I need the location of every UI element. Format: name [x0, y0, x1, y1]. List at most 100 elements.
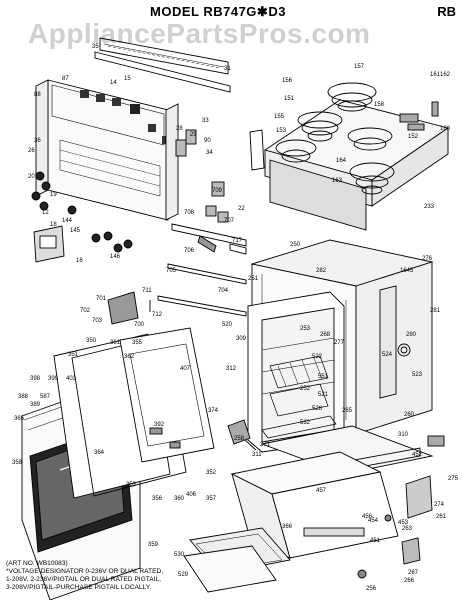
- part-callout-31: 31: [224, 66, 231, 72]
- part-callout-700: 700: [134, 322, 145, 328]
- part-callout-163: 163: [332, 178, 343, 184]
- part-callout-712: 712: [152, 312, 163, 318]
- brackets-rails: [107, 223, 247, 325]
- part-callout-524: 524: [382, 352, 393, 358]
- part-callout-256: 256: [366, 586, 377, 592]
- part-callout-266: 266: [404, 578, 415, 584]
- part-callout-360: 360: [174, 496, 185, 502]
- receptacles: [399, 101, 439, 131]
- part-callout-146: 146: [110, 254, 121, 260]
- part-callout-151: 151: [284, 96, 295, 102]
- part-callout-399: 399: [48, 376, 59, 382]
- part-callout-253: 253: [300, 326, 311, 332]
- footnote: (ART NO. WB10083) *VOLTAGE DESIGNATOR 0-…: [6, 560, 306, 592]
- part-callout-701: 701: [96, 296, 107, 302]
- part-callout-366: 366: [282, 524, 293, 530]
- part-callout-528: 528: [312, 406, 323, 412]
- model-number: RB747G✱D3: [203, 4, 286, 19]
- part-callout-350: 350: [86, 338, 97, 344]
- side-panel: [379, 285, 411, 399]
- part-callout-374: 374: [208, 408, 219, 414]
- part-callout-358: 358: [12, 460, 23, 466]
- part-callout-18: 18: [50, 222, 57, 228]
- surface-burners: [275, 82, 395, 195]
- part-callout-275: 275: [448, 476, 459, 482]
- part-callout-551: 551: [318, 374, 329, 380]
- part-callout-258: 258: [234, 436, 245, 442]
- part-callout-309: 309: [236, 336, 247, 342]
- part-callout-250: 250: [290, 242, 301, 248]
- part-callout-16: 16: [76, 258, 83, 264]
- part-callout-454: 454: [368, 518, 379, 524]
- part-callout-20: 20: [28, 174, 35, 180]
- part-callout-36: 36: [34, 138, 41, 144]
- part-callout-267: 267: [408, 570, 419, 576]
- cooktop-support: [249, 129, 265, 171]
- rear-trim-strip-part: [94, 51, 231, 93]
- footnote-line: *VOLTAGE DESIGNATOR 0-236V OR DUAL RATED…: [6, 568, 164, 575]
- part-callout-145: 145: [70, 228, 81, 234]
- part-callout-152: 152: [408, 134, 419, 140]
- control-panel-part: [47, 79, 170, 221]
- part-callout-451: 451: [370, 538, 381, 544]
- part-callout-162: 162: [440, 72, 451, 78]
- part-callout-453: 453: [398, 520, 409, 526]
- part-callout-310: 310: [398, 432, 409, 438]
- part-callout-280: 280: [406, 332, 417, 338]
- part-callout-312: 312: [226, 366, 237, 372]
- part-callout-155: 155: [274, 114, 285, 120]
- door-inner-panels: [53, 327, 215, 499]
- part-callout-706: 706: [184, 248, 195, 254]
- part-callout-398: 398: [30, 376, 41, 382]
- part-callout-90: 90: [204, 138, 211, 144]
- switch-parts: [175, 129, 229, 223]
- part-callout-711: 711: [142, 288, 152, 294]
- part-callout-530: 530: [174, 552, 185, 558]
- part-callout-406: 406: [186, 492, 197, 498]
- part-callout-388: 388: [18, 394, 29, 400]
- oven-racks: [269, 355, 329, 417]
- bake-element: [261, 415, 337, 439]
- model-title: MODEL RB747G✱D3: [150, 4, 286, 20]
- part-callout-160: 160: [440, 126, 451, 132]
- part-callout-587: 587: [40, 394, 51, 400]
- part-callout-161: 161: [430, 72, 441, 78]
- part-callout-251: 251: [248, 276, 259, 282]
- part-callout-26: 26: [28, 148, 35, 154]
- part-callout-22: 22: [238, 206, 245, 212]
- part-callout-356: 356: [152, 496, 163, 502]
- part-callout-389: 389: [30, 402, 41, 408]
- part-callout-282: 282: [316, 268, 327, 274]
- part-callout-271: 271: [260, 442, 271, 448]
- clock-timer-part: [33, 225, 65, 263]
- part-callout-352: 352: [206, 470, 217, 476]
- model-label: MODEL: [150, 4, 200, 19]
- part-callout-353: 353: [126, 482, 137, 488]
- part-callout-28: 28: [176, 126, 183, 132]
- part-callout-260: 260: [404, 412, 415, 418]
- oven-cavity-part: [247, 291, 345, 453]
- part-callout-707: 707: [224, 218, 235, 224]
- part-callout-361: 361: [110, 340, 121, 346]
- backsplash-trim-part: [99, 37, 229, 75]
- part-callout-702: 702: [80, 308, 91, 314]
- part-callout-457: 457: [316, 488, 327, 494]
- part-callout-19: 19: [50, 192, 57, 198]
- part-callout-261: 261: [436, 514, 447, 520]
- callout-labels: 3531878814153328299034362620191812144145…: [12, 44, 459, 592]
- part-callout-157: 157: [354, 64, 365, 70]
- part-callout-452: 452: [412, 452, 423, 458]
- footnote-line: 3-208V/PIGTAIL-PURCHASE PIGTAIL LOCALLY.: [6, 584, 152, 591]
- part-callout-311: 311: [252, 452, 262, 458]
- part-callout-522: 522: [312, 354, 323, 360]
- part-callout-705: 705: [166, 268, 177, 274]
- part-callout-29: 29: [190, 132, 197, 138]
- part-callout-403: 403: [66, 376, 77, 382]
- part-callout-268: 268: [320, 332, 331, 338]
- part-callout-357: 357: [206, 496, 217, 502]
- small-bracket-parts: [227, 419, 445, 579]
- part-callout-529: 529: [178, 572, 189, 578]
- part-callout-709: 709: [212, 188, 223, 194]
- part-callout-703: 703: [92, 318, 103, 324]
